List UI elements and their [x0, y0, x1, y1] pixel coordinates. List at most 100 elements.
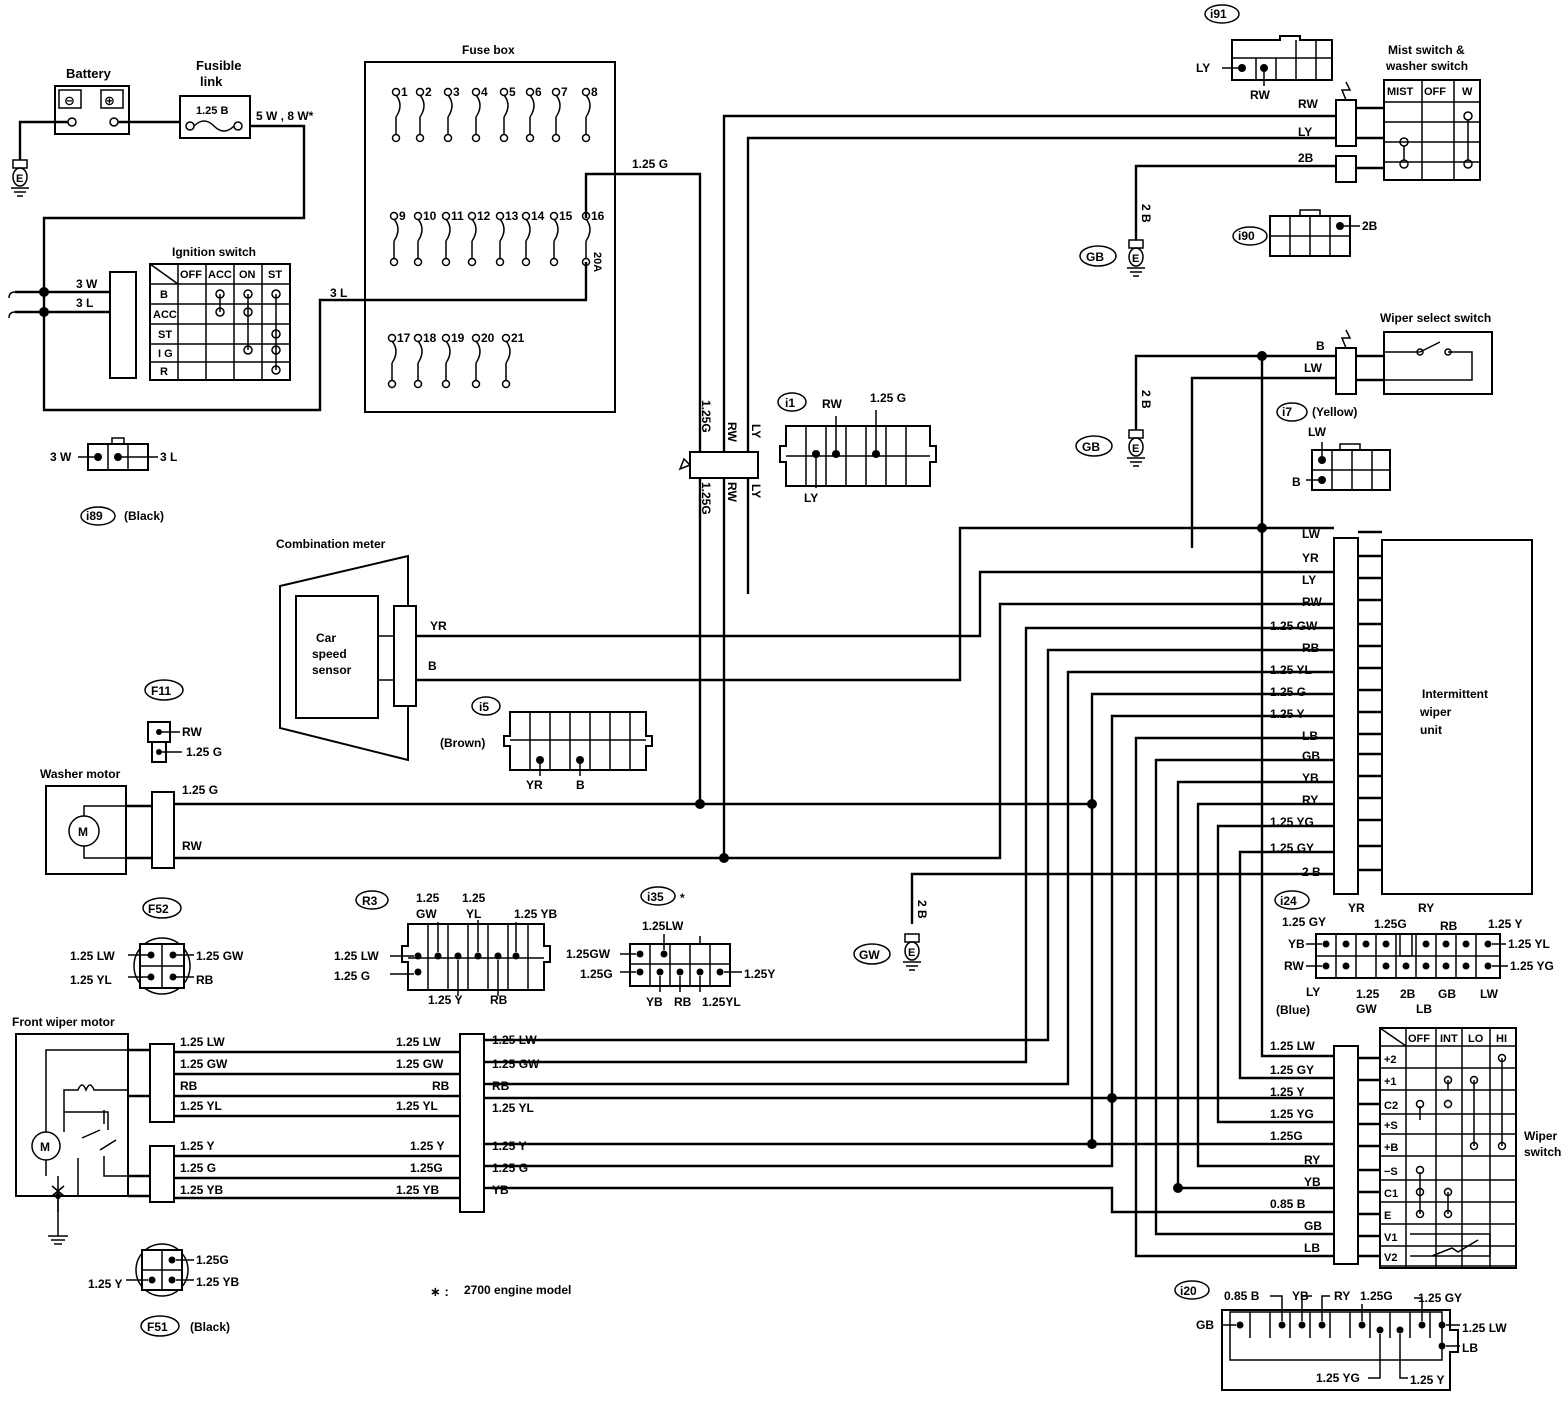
iwu-wire-label: 2 B	[1302, 865, 1321, 879]
ign-row-3: I G	[158, 348, 173, 360]
harness-rw-bot: RW	[725, 482, 739, 502]
fuse-number: 9	[399, 209, 406, 223]
fuse-terminal	[521, 257, 531, 267]
ign-row-2: ST	[158, 329, 172, 341]
fuse-element	[417, 218, 423, 242]
meter-wire-b: B	[428, 659, 437, 673]
fwm-left-1: 1.25 GW	[180, 1057, 228, 1071]
gw-wire: 2 B	[915, 900, 929, 919]
f52-lw: 1.25 LW	[70, 949, 115, 963]
battery-title: Battery	[66, 66, 112, 81]
fuse-terminal	[441, 379, 451, 389]
iwu-wire-label: LY	[1302, 573, 1316, 587]
fuse-element	[393, 218, 399, 242]
fuse-terminal	[443, 133, 453, 143]
fuse-terminal	[391, 133, 401, 143]
fusible-link-rating: 1.25 B	[196, 105, 228, 117]
i24-top-3: RY	[1418, 901, 1434, 915]
fuse-in-wire: 3 L	[330, 286, 347, 300]
fuse-element	[499, 218, 505, 242]
i5-color: (Brown)	[440, 736, 485, 750]
i20-top-0: 0.85 B	[1224, 1289, 1260, 1303]
fuse-terminal	[387, 379, 397, 389]
fuse-element	[555, 94, 561, 118]
fuse-terminal	[415, 133, 425, 143]
i24-bottom-5: GB	[1438, 987, 1456, 1001]
ws-col-3: HI	[1496, 1033, 1507, 1045]
ws-col-0: OFF	[1408, 1033, 1430, 1045]
r3-y: 1.25 Y	[428, 993, 462, 1007]
ws-wire-b: B	[1316, 339, 1325, 353]
i24-right-0: 1.25 YL	[1508, 937, 1550, 951]
r3-g: 1.25 G	[334, 969, 370, 983]
i1-rw: RW	[822, 397, 842, 411]
fuse-terminal	[389, 257, 399, 267]
fuse-element	[395, 94, 401, 118]
fuse-terminal	[413, 257, 423, 267]
iwu-wire-label: 1.25 GW	[1270, 619, 1318, 633]
iwu-wire-label: 1.25 Y	[1270, 707, 1304, 721]
fwm-mid-5: 1.25G	[410, 1161, 443, 1175]
iwu-wire-label: 1.25 G	[1270, 685, 1306, 699]
i24-bottom-0: LY	[1306, 985, 1320, 999]
connector-i20: i20 0.85 B YB RY 1.25G 1.25 GY GB 1.25 L…	[1174, 1280, 1507, 1391]
connector-i1: i1 RW 1.25 G LY	[777, 391, 937, 505]
fuse-terminal	[413, 379, 423, 389]
i20-right-0: 1.25 LW	[1462, 1321, 1507, 1335]
ws-wire-label: LB	[1304, 1241, 1320, 1255]
i91-id: i91	[1210, 7, 1227, 21]
fusible-link-title-2: link	[200, 74, 223, 89]
wiper-select-switch: Wiper select switch B LW	[1304, 311, 1493, 395]
harness-block: 1.25G RW LY 1.25G RW LY	[678, 400, 763, 515]
gb2-label: GB	[1082, 440, 1100, 454]
fuse-number: 2	[425, 85, 432, 99]
fwm-mid-2: RB	[432, 1079, 450, 1093]
fuse-terminal	[551, 133, 561, 143]
i7-lw: LW	[1308, 425, 1327, 439]
fwm-right-3: 1.25 YL	[492, 1101, 534, 1115]
fuse-element	[529, 94, 535, 118]
ws-wire-label: 1.25 Y	[1270, 1085, 1304, 1099]
fuse-number: 7	[561, 85, 568, 99]
mist-col-2: W	[1462, 86, 1473, 98]
fuse-number: 12	[477, 209, 491, 223]
i1-g: 1.25 G	[870, 391, 906, 405]
i20-top-2: RY	[1334, 1289, 1350, 1303]
fuse16-rating: 20A	[591, 252, 603, 272]
i24-color: (Blue)	[1276, 1003, 1310, 1017]
i20-top-1: YB	[1292, 1289, 1309, 1303]
i90-wire: 2B	[1362, 219, 1378, 233]
i35-yl: 1.25YL	[702, 995, 741, 1009]
f52-rb: RB	[196, 973, 214, 987]
i20-id: i20	[1180, 1284, 1197, 1298]
r3-yb: 1.25 YB	[514, 907, 557, 921]
i1-id: i1	[785, 396, 795, 410]
f11-g: 1.25 G	[186, 745, 222, 759]
i24-top-5: 1.25 Y	[1488, 917, 1522, 931]
f51-g: 1.25G	[196, 1253, 229, 1267]
ws-row-label: +B	[1384, 1142, 1398, 1154]
ground-icon: E	[1132, 443, 1139, 455]
ground-icon: E	[908, 947, 915, 959]
i5-id: i5	[479, 700, 489, 714]
fwm-right-2: RB	[492, 1079, 510, 1093]
i24-right-1: 1.25 YG	[1510, 959, 1554, 973]
mist-switch-title-2: washer switch	[1385, 59, 1468, 73]
i20-bottom-1: 1.25 Y	[1410, 1373, 1444, 1387]
combination-meter-title: Combination meter	[276, 537, 386, 551]
fuse-number: 16	[591, 209, 605, 223]
ignition-switch-title: Ignition switch	[172, 245, 256, 259]
i35-lw: 1.25LW	[642, 919, 684, 933]
i90-id: i90	[1238, 229, 1255, 243]
iwu-wire-label: LW	[1302, 527, 1321, 541]
f51-yb: 1.25 YB	[196, 1275, 239, 1289]
fuse-element	[585, 218, 591, 242]
fuse-number: 18	[423, 331, 437, 345]
f11-rw: RW	[182, 725, 202, 739]
i24-top-4: RB	[1440, 919, 1458, 933]
i24-bottom-2: GW	[1356, 1002, 1377, 1016]
connector-i5: i5 (Brown) YR B	[440, 696, 653, 792]
ground-gb-2: 2 B E GB	[1075, 390, 1153, 467]
